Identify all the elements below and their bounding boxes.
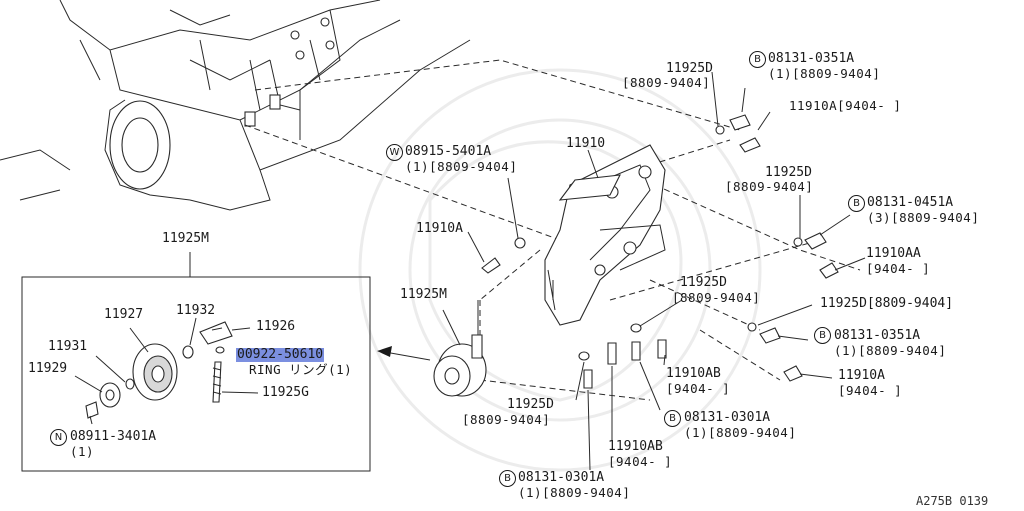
label-low-bolt-range: (1)[8809-9404]: [684, 425, 797, 440]
b-symbol-icon: B: [664, 410, 681, 427]
inset-box: [21, 252, 371, 472]
label-ring-desc: RING リング(1): [249, 362, 353, 377]
inset-parts-drawing: [74, 317, 259, 425]
label-right-11925d: 11925D: [765, 165, 812, 180]
n-symbol-icon: N: [50, 429, 67, 446]
dashed-leaders: [244, 59, 861, 401]
label-11932: 11932: [176, 303, 216, 318]
label-right-11925d-range: [8809-9404]: [725, 179, 814, 194]
label-far-11910a-range: [9404- ]: [838, 383, 903, 398]
label-11931: 11931: [48, 339, 88, 354]
label-far-bolt-code: 08131-0351A: [834, 328, 921, 343]
label-low-11925d-range: [8809-9404]: [462, 412, 551, 427]
label-11926: 11926: [256, 319, 296, 334]
label-nut-qty: (1): [70, 444, 95, 459]
label-bot-bolt-code: 08131-0301A: [518, 470, 605, 485]
pulley-assembly-drawing: [433, 300, 487, 397]
label-11929: 11929: [28, 361, 68, 376]
b-symbol-icon: B: [814, 327, 831, 344]
label-top-bolt-range: (1)[8809-9404]: [768, 66, 881, 81]
label-right-bolt-range: (3)[8809-9404]: [867, 210, 980, 225]
label-left-11910a: 11910A: [416, 221, 463, 236]
label-washer-code: 08915-5401A: [405, 144, 492, 159]
label-right-11910aa-range: [9404- ]: [866, 261, 931, 276]
label-11925g: 11925G: [262, 385, 309, 400]
label-pulley-11925m: 11925M: [400, 287, 447, 302]
b-symbol-icon: B: [848, 195, 865, 212]
label-far-11925d: 11925D[8809-9404]: [820, 296, 954, 311]
label-low-11925d: 11925D: [507, 397, 554, 412]
label-low-11910ab-range: [9404- ]: [666, 381, 731, 396]
b-symbol-icon: B: [499, 470, 516, 487]
label-low-bolt-code: 08131-0301A: [684, 410, 771, 425]
label-bracket-11910: 11910: [566, 136, 606, 151]
label-ring-code[interactable]: 00922-50610: [236, 347, 325, 362]
label-top-11910a: 11910A[9404- ]: [789, 98, 902, 113]
label-low-11910ab: 11910AB: [666, 366, 721, 381]
hardware-drawing: [481, 114, 839, 389]
label-washer-range: (1)[8809-9404]: [405, 159, 518, 174]
label-top-11925d-range: [8809-9404]: [622, 75, 711, 90]
w-symbol-icon: W: [386, 144, 403, 161]
assembly-arrow: [377, 346, 431, 361]
label-top-11925d: 11925D: [666, 61, 713, 76]
b-symbol-icon: B: [749, 51, 766, 68]
label-nut-code: 08911-3401A: [70, 429, 157, 444]
label-right-bolt-code: 08131-0451A: [867, 195, 954, 210]
label-far-11910a: 11910A: [838, 368, 885, 383]
label-right-11910aa: 11910AA: [866, 246, 921, 261]
label-bot-bolt-range: (1)[8809-9404]: [518, 485, 631, 500]
label-top-bolt-code: 08131-0351A: [768, 51, 855, 66]
label-leaders: [467, 71, 866, 471]
label-mid-11925d: 11925D: [680, 275, 727, 290]
engine-block-drawing: [0, 0, 471, 211]
label-mid-11925d-range: [8809-9404]: [672, 290, 761, 305]
label-box-title-11925m: 11925M: [162, 231, 209, 246]
figure-code: A275B 0139: [916, 494, 989, 508]
label-bot-11910ab-range: [9404- ]: [608, 454, 673, 469]
label-11927: 11927: [104, 307, 144, 322]
label-far-bolt-range: (1)[8809-9404]: [834, 343, 947, 358]
label-bot-11910ab: 11910AB: [608, 439, 663, 454]
bracket-11910-drawing: [544, 144, 666, 326]
